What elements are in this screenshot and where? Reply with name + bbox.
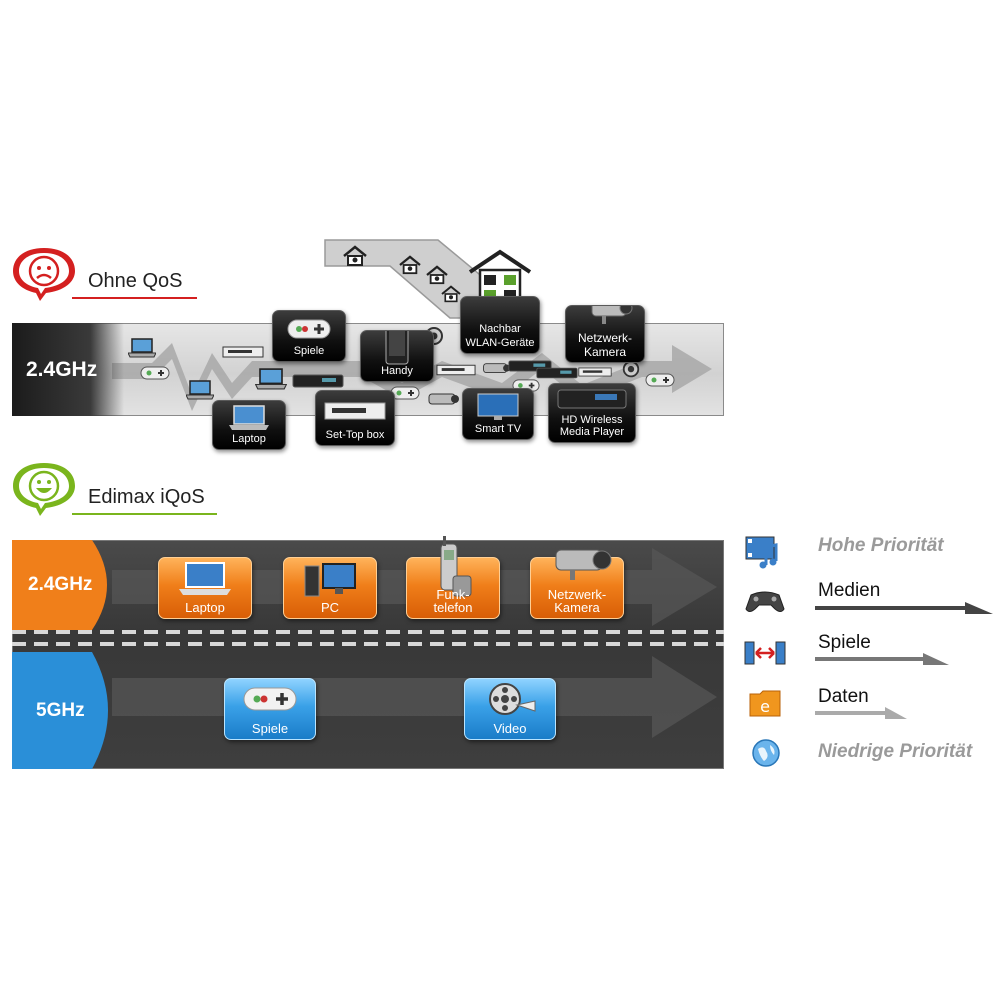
security-camera-icon [555,549,612,580]
security-camera-icon [428,393,459,405]
device-tile-games-5ghz: Spiele [224,678,316,740]
device-label: Handy [381,365,413,377]
device-label-line2: WLAN-Geräte [465,337,535,349]
device-label: Netzwerk- [577,331,632,345]
house-icon [343,245,367,266]
film-reel-icon [489,683,536,715]
laptop-icon [128,338,156,358]
device-tile-neighbour-wlan: Nachbar WLAN-Geräte [460,296,540,354]
set-top-box-icon [578,367,612,377]
laptop-icon [229,405,269,430]
legend-item-medien: Medien [818,580,881,601]
device-tile-hd-media-player: HD Wireless Media Player [548,383,636,443]
legend-item-daten: Daten [818,686,869,707]
device-tile-set-top-box: Set-Top box [315,390,395,446]
device-label: Funk- [436,587,470,602]
svg-text:e: e [760,697,770,716]
device-label: Spiele [293,345,325,357]
house-icon [426,265,448,285]
gamepad-icon [287,319,331,339]
house-icon [399,255,421,275]
webcam-icon [622,360,640,378]
device-label-line2: Kamera [554,600,600,615]
sad-face-bubble-icon [10,245,78,301]
globe-icon [752,739,780,767]
legend-low-priority: Niedrige Priorität [818,741,973,762]
desktop-pc-icon [304,563,356,597]
gamepad-icon [140,366,170,380]
section-title-ohne-qos: Ohne QoS [88,270,183,292]
set-top-box-icon [436,364,476,376]
band-label-bg-orange [12,540,107,630]
band-label-24ghz-iqos: 2.4GHz [28,574,93,595]
band-label-5ghz: 5GHz [36,699,85,721]
gamepad-icon [745,591,785,612]
device-label: Smart TV [474,423,522,435]
house-icon [441,285,461,303]
device-label: Spiele [251,721,289,736]
transfer-arrows-icon [744,641,786,665]
laptop-icon [255,368,287,390]
title-underline-red [72,297,197,299]
section-title-edimax-iqos: Edimax iQoS [88,486,205,508]
device-label: Nachbar [479,323,521,335]
legend-item-spiele: Spiele [818,632,871,653]
device-label: PC [320,600,340,615]
laptop-icon [186,380,214,400]
device-label-line2: Media Player [559,426,625,438]
device-tile-laptop: Laptop [212,400,286,450]
device-tile-cordless-phone: Funk- telefon [406,536,500,619]
media-player-icon [557,389,627,409]
congested-zigzag-path [112,343,712,411]
device-label: Laptop [185,600,225,615]
gamepad-icon [390,386,420,400]
device-label: Netzwerk- [547,587,607,602]
device-label-line2: telefon [433,600,473,615]
gamepad-icon [645,373,675,387]
legend-arrow-short [815,707,907,719]
device-tile-network-camera: Netzwerk- Kamera [565,305,645,363]
happy-face-bubble-icon [10,460,78,516]
band-label-bg-blue [12,652,108,769]
media-player-icon [536,367,578,379]
device-tile-handy: Handy [360,330,434,382]
device-tile-games: Spiele [272,310,346,362]
smartphone-icon [385,331,409,365]
title-underline-green [72,513,217,515]
device-label: HD Wireless [561,414,623,426]
legend-arrow-long [815,602,993,614]
device-tile-pc: PC [283,557,377,619]
band-label-24ghz: 2.4GHz [12,323,124,416]
laptop-icon [179,562,231,595]
set-top-box-icon [324,402,386,420]
device-tile-laptop-24ghz: Laptop [158,557,252,619]
cordless-phone-icon [440,536,472,597]
legend-high-priority: Hohe Priorität [818,535,944,556]
film-music-icon [745,536,778,569]
device-tile-smart-tv: Smart TV [462,388,534,440]
device-tile-network-camera-24ghz: Netzwerk- Kamera [530,549,624,619]
folder-icon: e [749,690,781,717]
media-player-icon [292,374,344,388]
device-label: Set-Top box [325,429,385,441]
legend-arrow-medium [815,653,949,665]
device-label: Video [493,721,527,736]
device-label-line2: Kamera [583,345,627,359]
device-label: Laptop [232,433,266,445]
tv-icon [477,393,519,420]
gamepad-icon [243,687,297,711]
device-tile-video: Video [464,678,556,740]
security-camera-icon [591,306,633,324]
set-top-box-icon [222,346,264,358]
